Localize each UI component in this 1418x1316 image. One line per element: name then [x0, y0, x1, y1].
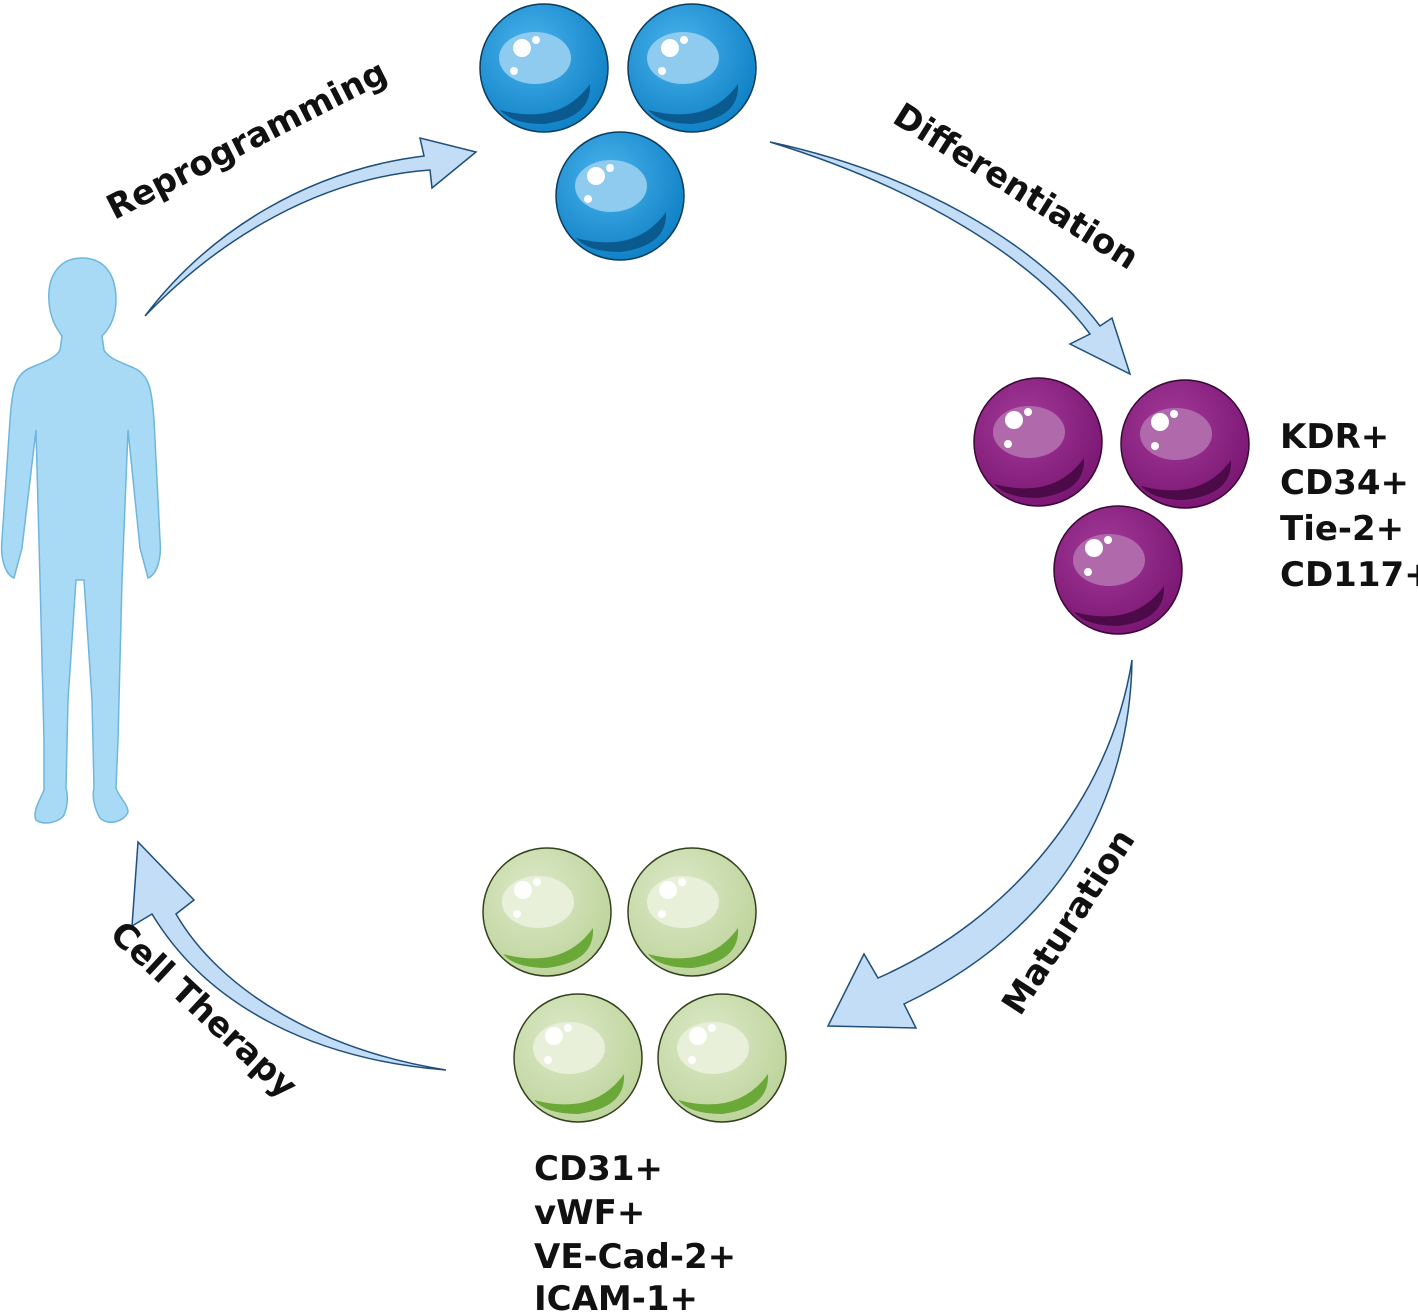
- reprogramming-label: Reprogramming: [100, 52, 393, 228]
- stem-cell: [627, 3, 757, 133]
- endothelial-cell: [627, 847, 757, 977]
- progenitor-cell: [1053, 505, 1183, 635]
- ipsc-cluster-icon: [479, 3, 757, 261]
- progenitor-marker: CD117+: [1280, 555, 1418, 595]
- endothelial-cell: [657, 993, 787, 1123]
- progenitor-marker: KDR+: [1280, 417, 1389, 457]
- endothelial-cell: [513, 993, 643, 1123]
- human-figure-icon: [0, 257, 162, 824]
- endothelial-cell-cluster-icon: [482, 847, 787, 1123]
- progenitor-cell-cluster-icon: [973, 377, 1250, 635]
- progenitor-marker: Tie-2+: [1280, 509, 1404, 549]
- progenitor-marker-list: KDR+ CD34+ Tie-2+ CD117+: [1280, 417, 1418, 595]
- maturation-arrow: [826, 659, 1133, 1029]
- reprogramming-arrow: [144, 136, 478, 317]
- cell-therapy-arrow: [131, 840, 447, 1071]
- endothelial-marker: CD31+: [534, 1149, 663, 1189]
- endothelial-marker: vWF+: [534, 1193, 645, 1233]
- endothelial-marker-list: CD31+ vWF+ VE-Cad-2+ ICAM-1+: [534, 1149, 736, 1316]
- stem-cell: [479, 3, 609, 133]
- endothelial-cell: [482, 847, 612, 977]
- endothelial-marker: VE-Cad-2+: [534, 1237, 736, 1277]
- endothelial-marker: ICAM-1+: [534, 1279, 698, 1316]
- differentiation-arrow: [769, 141, 1132, 376]
- progenitor-cell: [1120, 379, 1250, 509]
- stem-cell: [555, 131, 685, 261]
- progenitor-cell: [973, 377, 1103, 507]
- progenitor-marker: CD34+: [1280, 463, 1409, 503]
